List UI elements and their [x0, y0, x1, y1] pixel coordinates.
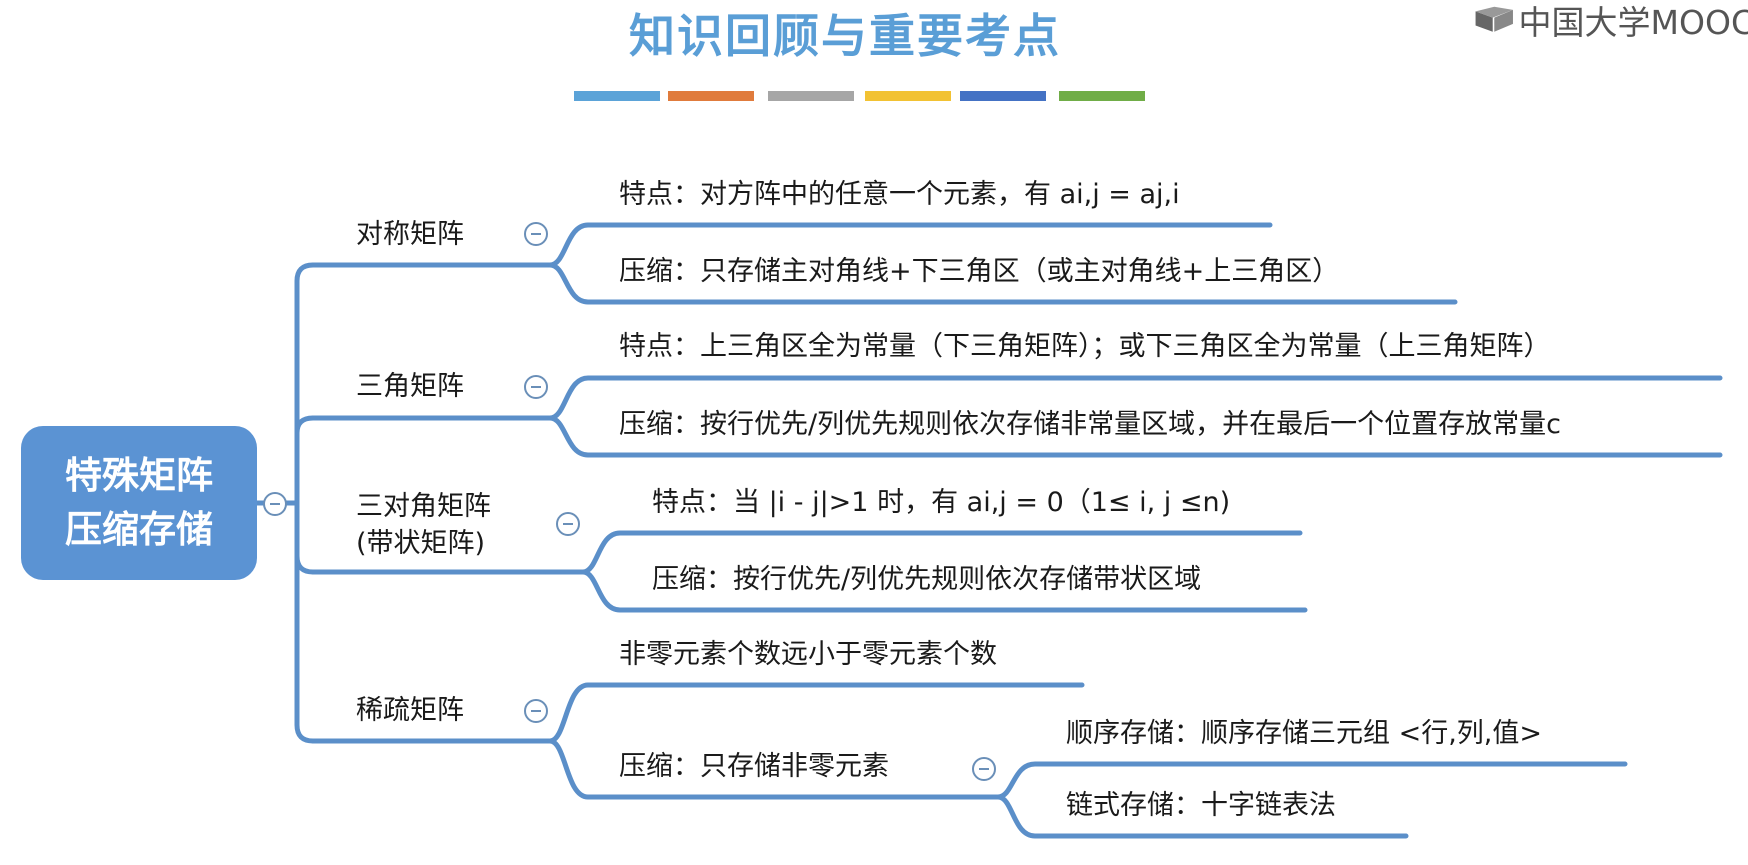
branch-label-triangular[interactable]: 三角矩阵: [356, 371, 464, 402]
tridiagonal-feature[interactable]: 特点：当 |i - j|>1 时，有 ai,j = 0（1≤ i, j ≤n): [652, 487, 1231, 518]
triangular-feature[interactable]: 特点：上三角区全为常量（下三角矩阵）；或下三角区全为常量（上三角矩阵）: [619, 331, 1551, 362]
logo-text: 中国大学MOOC: [1518, 3, 1748, 42]
branch-label-tridiagonal-line1[interactable]: 三对角矩阵: [356, 491, 491, 522]
collapse-branch-2-button[interactable]: [524, 375, 548, 399]
triangular-compression[interactable]: 压缩：按行优先/列优先规则依次存储非常量区域，并在最后一个位置存放常量c: [619, 409, 1561, 440]
root-label-line2: 压缩存储: [65, 508, 213, 551]
color-bar-5: [960, 91, 1046, 101]
color-bar-2: [668, 91, 754, 101]
root-node[interactable]: 特殊矩阵 压缩存储: [21, 426, 257, 580]
root-label-line1: 特殊矩阵: [65, 454, 213, 498]
collapse-branch-1-button[interactable]: [524, 222, 548, 246]
collapse-branch-3-button[interactable]: [556, 512, 580, 536]
color-bar-1: [574, 91, 660, 101]
symmetric-feature[interactable]: 特点：对方阵中的任意一个元素，有 ai,j = aj,i: [619, 179, 1180, 210]
mooc-logo: 中国大学MOOC: [1474, 0, 1748, 42]
collapse-sub-button[interactable]: [972, 757, 996, 781]
sparse-linked-storage[interactable]: 链式存储：十字链表法: [1066, 790, 1336, 821]
book-icon: [1475, 6, 1513, 32]
color-bar-6: [1059, 91, 1145, 101]
sparse-compression[interactable]: 压缩：只存储非零元素: [619, 751, 889, 782]
branch-label-sparse[interactable]: 稀疏矩阵: [356, 695, 464, 726]
color-bar-4: [865, 91, 951, 101]
color-bar-3: [768, 91, 854, 101]
sparse-sequential-storage[interactable]: 顺序存储：顺序存储三元组 <行,列,值>: [1066, 718, 1542, 749]
sparse-feature[interactable]: 非零元素个数远小于零元素个数: [619, 639, 997, 670]
branch-label-tridiagonal-line2[interactable]: (带状矩阵): [356, 528, 486, 559]
symmetric-compression[interactable]: 压缩：只存储主对角线+下三角区（或主对角线+上三角区）: [619, 256, 1340, 287]
collapse-branch-4-button[interactable]: [524, 699, 548, 723]
collapse-root-button[interactable]: [263, 492, 287, 516]
branch-label-symmetric[interactable]: 对称矩阵: [356, 219, 464, 250]
tridiagonal-compression[interactable]: 压缩：按行优先/列优先规则依次存储带状区域: [652, 564, 1202, 595]
page-title: 知识回顾与重要考点: [629, 9, 1061, 63]
